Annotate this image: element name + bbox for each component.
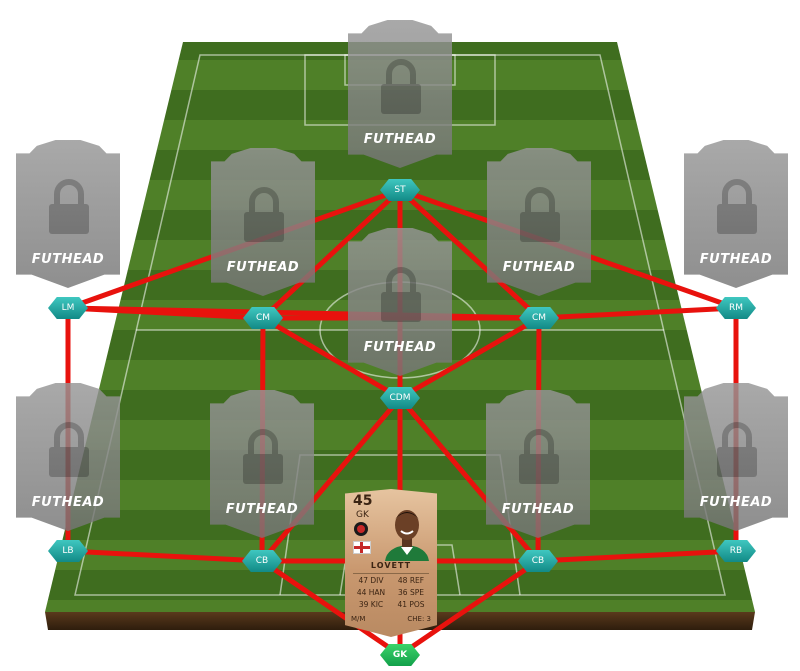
futhead-logo: FUTHEAD bbox=[225, 502, 299, 517]
chemistry-link-cm2-rm bbox=[536, 305, 739, 321]
stat-value: 48 REF bbox=[397, 576, 425, 585]
locked-card-cm1[interactable]: FUTHEAD bbox=[211, 148, 315, 296]
stat-value: 44 HAN bbox=[356, 588, 386, 597]
england-flag-icon bbox=[353, 541, 371, 554]
stat-value: 39 KIC bbox=[358, 600, 384, 609]
futhead-logo: FUTHEAD bbox=[31, 495, 105, 510]
locked-card-lb[interactable]: FUTHEAD bbox=[16, 383, 120, 531]
futhead-logo: FUTHEAD bbox=[501, 502, 575, 517]
locked-card-cb1[interactable]: FUTHEAD bbox=[210, 390, 314, 538]
chemistry-link-st-cm2 bbox=[397, 187, 542, 321]
lock-icon bbox=[240, 428, 286, 486]
locked-card-cm2[interactable]: FUTHEAD bbox=[487, 148, 591, 296]
chemistry-link-cdm-cb2 bbox=[397, 395, 541, 564]
position-badge-cb1[interactable]: CB bbox=[242, 550, 282, 572]
position-badge-st[interactable]: ST bbox=[380, 179, 420, 201]
stat-value: 41 POS bbox=[397, 600, 425, 609]
chemistry-value: CHE: 3 bbox=[407, 615, 431, 623]
lock-icon bbox=[241, 186, 287, 244]
stat-value: 47 DIV bbox=[358, 576, 384, 585]
chemistry-link-cm2-cdm bbox=[397, 315, 542, 401]
chemistry-link-cb2-gk bbox=[397, 558, 541, 658]
futhead-logo: FUTHEAD bbox=[699, 252, 773, 267]
position-badge-rm[interactable]: RM bbox=[716, 297, 756, 319]
player-position: GK bbox=[356, 510, 369, 520]
lock-icon bbox=[714, 178, 760, 236]
player-stats: 47 DIV 48 REF 44 HAN 36 SPE 39 KIC 41 POS bbox=[351, 576, 431, 612]
futhead-logo: FUTHEAD bbox=[226, 260, 300, 275]
position-badge-gk[interactable]: GK bbox=[380, 644, 420, 666]
futhead-logo: FUTHEAD bbox=[502, 260, 576, 275]
stat-row: 44 HAN 36 SPE bbox=[351, 588, 431, 600]
lock-icon bbox=[46, 421, 92, 479]
locked-card-st[interactable]: FUTHEAD bbox=[348, 20, 452, 168]
lock-icon bbox=[517, 186, 563, 244]
futhead-logo: FUTHEAD bbox=[31, 252, 105, 267]
futhead-logo: FUTHEAD bbox=[699, 495, 773, 510]
chemistry-link-st-cm1 bbox=[260, 187, 403, 321]
locked-card-cb2[interactable]: FUTHEAD bbox=[486, 390, 590, 538]
player-rating: 45 bbox=[353, 493, 373, 509]
lock-icon bbox=[714, 421, 760, 479]
position-badge-lb[interactable]: LB bbox=[48, 540, 88, 562]
futhead-logo: FUTHEAD bbox=[363, 340, 437, 355]
chemistry-link-cb1-gk bbox=[259, 558, 403, 658]
locked-card-rb[interactable]: FUTHEAD bbox=[684, 383, 788, 531]
stat-value: 36 SPE bbox=[398, 588, 424, 597]
work-rate: M/M bbox=[351, 615, 366, 623]
position-badge-lm[interactable]: LM bbox=[48, 297, 88, 319]
locked-card-rm[interactable]: FUTHEAD bbox=[684, 140, 788, 288]
lock-icon bbox=[378, 266, 424, 324]
chemistry-link-cm1-cdm bbox=[260, 315, 403, 401]
player-name: LOVETT bbox=[353, 561, 429, 574]
position-badge-rb[interactable]: RB bbox=[716, 540, 756, 562]
position-badge-cm2[interactable]: CM bbox=[519, 307, 559, 329]
chemistry-link-lb-cb1 bbox=[65, 548, 265, 564]
locked-card-cdm[interactable]: FUTHEAD bbox=[348, 228, 452, 376]
player-photo bbox=[385, 510, 429, 561]
position-badge-cdm[interactable]: CDM bbox=[380, 387, 420, 409]
stat-row: 39 KIC 41 POS bbox=[351, 600, 431, 612]
stat-row: 47 DIV 48 REF bbox=[351, 576, 431, 588]
position-badge-cm1[interactable]: CM bbox=[243, 307, 283, 329]
locked-card-lm[interactable]: FUTHEAD bbox=[16, 140, 120, 288]
lock-icon bbox=[516, 428, 562, 486]
position-badge-cb2[interactable]: CB bbox=[518, 550, 558, 572]
chemistry-link-cb2-rb bbox=[535, 548, 739, 564]
lock-icon bbox=[46, 178, 92, 236]
lock-icon bbox=[378, 58, 424, 116]
futhead-logo: FUTHEAD bbox=[363, 132, 437, 147]
club-crest-icon bbox=[354, 522, 368, 536]
chemistry-link-cdm-cb1 bbox=[259, 395, 403, 564]
